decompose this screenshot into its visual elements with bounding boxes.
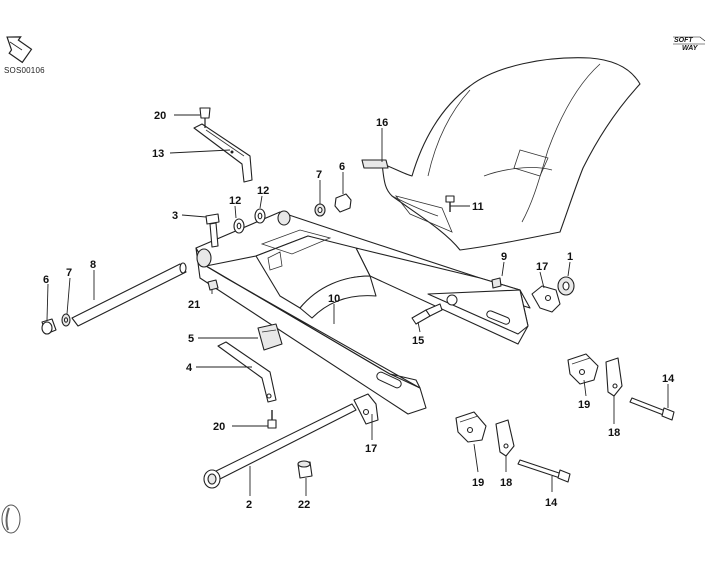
callout-12: 12: [229, 195, 241, 207]
callout-16: 16: [376, 117, 388, 129]
direction-arrow-icon: [6, 36, 33, 64]
brand-logo-line2: WAY: [682, 45, 698, 52]
callout-22: 22: [298, 499, 310, 511]
part-21-nut: [207, 279, 219, 291]
part-10-swingarm: [195, 210, 531, 415]
brand-logo: SOFT WAY: [672, 36, 706, 54]
callout-19: 19: [578, 399, 590, 411]
leader-lines: [46, 114, 669, 496]
part-14-bolt-lower: [517, 459, 571, 483]
callout-18: 18: [500, 477, 512, 489]
callout-6: 6: [339, 161, 345, 173]
callout-9: 9: [501, 251, 507, 263]
callout-7: 7: [66, 267, 72, 279]
part-3-bolt: [205, 213, 220, 248]
part-13-bracket: [193, 107, 253, 183]
part-14-bolt-upper: [629, 397, 675, 421]
page-marker-icon: [1, 504, 21, 534]
callout-12: 12: [257, 185, 269, 197]
part-19-block-upper: [567, 353, 599, 385]
callout-2: 2: [246, 499, 252, 511]
callout-5: 5: [188, 333, 194, 345]
part-9-bolt: [491, 277, 502, 289]
diagram-code: SOS00106: [4, 66, 45, 75]
callout-8: 8: [90, 259, 96, 271]
callout-13: 13: [152, 148, 164, 160]
callout-21: 21: [188, 299, 200, 311]
callout-4: 4: [186, 362, 193, 374]
callout-10: 10: [328, 293, 340, 305]
callout-20: 20: [213, 421, 225, 433]
callout-1: 1: [567, 251, 573, 263]
callout-17: 17: [536, 261, 548, 273]
part-1-spacer: [557, 276, 575, 296]
part-16-rear-hugger: [361, 57, 641, 251]
callout-17: 17: [365, 443, 377, 455]
part-18-plate-upper: [605, 357, 623, 397]
part-20-bolt-lower: [267, 410, 277, 429]
callout-7: 7: [316, 169, 322, 181]
callout-3: 3: [172, 210, 178, 222]
part-19-block-lower: [455, 411, 487, 443]
part-4-bracket: [217, 341, 277, 403]
callout-18: 18: [608, 427, 620, 439]
part-2-pivot-bolt: [203, 393, 379, 489]
part-22-cap: [297, 460, 313, 479]
callout-14: 14: [545, 497, 558, 509]
callout-11: 11: [472, 201, 484, 213]
callout-6: 6: [43, 274, 49, 286]
part-17-bracket-upper: [531, 285, 561, 313]
callout-19: 19: [472, 477, 484, 489]
callout-numbers: 20 13 16 7 6 12 12 3 11 6 7 8 9 17 1 10 …: [43, 110, 675, 511]
brand-logo-frame: [673, 36, 706, 45]
callout-15: 15: [412, 335, 424, 347]
callout-20: 20: [154, 110, 166, 122]
part-15-adjuster: [411, 303, 443, 325]
part-18-plate-lower: [495, 419, 515, 457]
callout-14: 14: [662, 373, 675, 385]
part-8-axle: [41, 262, 187, 335]
part-12-washers: [233, 208, 266, 234]
part-5-plate: [257, 323, 283, 351]
brand-logo-line1: SOFT: [674, 37, 693, 44]
